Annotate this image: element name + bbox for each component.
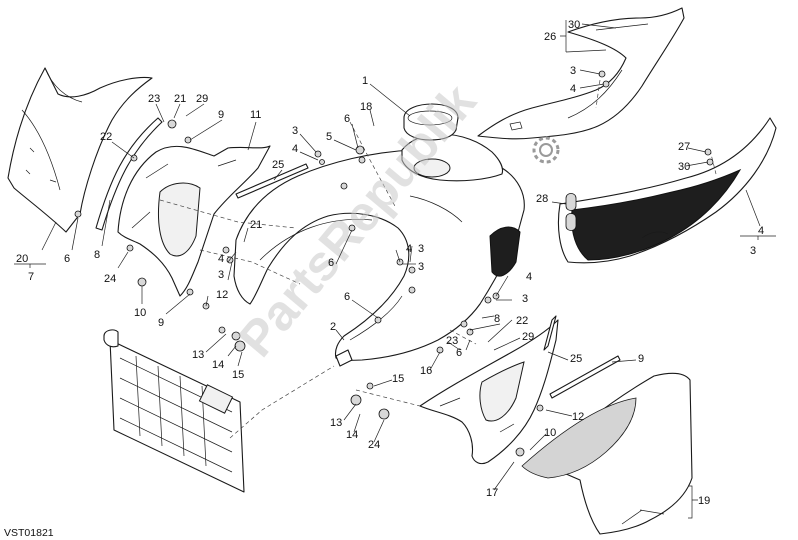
callout-label: 29 <box>522 331 534 343</box>
callout-label: 15 <box>232 369 244 381</box>
callout-label: 28 <box>536 193 548 205</box>
callout-label: 4 <box>406 243 412 255</box>
callout-label: 9 <box>158 317 164 329</box>
hardware-fasteners <box>74 70 714 457</box>
dashed-guide-lines <box>159 79 717 439</box>
callout-label: 21 <box>250 219 262 231</box>
callout-label: 6 <box>64 253 70 265</box>
callout-label: 24 <box>104 273 116 285</box>
radiator[interactable] <box>103 329 245 493</box>
upper-right-fairing-cover[interactable] <box>477 7 685 140</box>
callout-label: 24 <box>368 439 380 451</box>
callout-label: 3 <box>418 243 424 255</box>
left-upper-fairing[interactable] <box>7 67 153 233</box>
callout-label: 11 <box>250 109 261 121</box>
left-inner-panel[interactable] <box>117 145 271 297</box>
callout-label: 14 <box>346 429 358 441</box>
callout-label: 6 <box>328 257 334 269</box>
callout-label: 1 <box>362 75 368 87</box>
callout-label: 3 <box>218 269 224 281</box>
left-trim-strip[interactable] <box>95 117 163 231</box>
diagram-code: VST01821 <box>4 527 54 539</box>
callout-label: 19 <box>698 495 710 507</box>
callout-label: 10 <box>544 427 556 439</box>
callout-label: 25 <box>570 353 582 365</box>
callout-label: 29 <box>196 93 208 105</box>
callout-label: 25 <box>272 159 284 171</box>
callout-label: 6 <box>344 113 350 125</box>
callout-label: 27 <box>678 141 690 153</box>
callout-label: 30 <box>568 19 580 31</box>
right-inner-panel[interactable] <box>419 319 559 465</box>
callout-label: 15 <box>392 373 404 385</box>
left-side-fairing[interactable] <box>233 133 525 362</box>
callout-label: 9 <box>638 353 644 365</box>
callout-label: 22 <box>100 131 112 143</box>
callout-label: 5 <box>326 131 332 143</box>
callout-label: 18 <box>360 101 372 113</box>
watermark-gear-icon <box>532 136 560 164</box>
callout-label: 9 <box>218 109 224 121</box>
callout-label: 7 <box>28 271 34 283</box>
callout-label: 26 <box>544 31 556 43</box>
callout-label: 3 <box>418 261 424 273</box>
callout-label: 30 <box>678 161 690 173</box>
callout-label: 4 <box>570 83 576 95</box>
callout-label: 23 <box>446 335 458 347</box>
callout-label: 13 <box>330 417 342 429</box>
leader-lines <box>14 20 776 519</box>
callout-label: 8 <box>94 249 100 261</box>
callout-label: 3 <box>750 245 756 257</box>
callout-label: 6 <box>456 347 462 359</box>
callout-label: 20 <box>16 253 28 265</box>
callout-label: 8 <box>494 313 500 325</box>
callout-label: 12 <box>572 411 584 423</box>
callout-label: 17 <box>486 487 498 499</box>
callout-label: 4 <box>758 225 764 237</box>
small-bracket-2[interactable] <box>335 349 353 367</box>
callout-label: 22 <box>516 315 528 327</box>
callout-labels: 30 26 3 4 1 18 6 5 3 4 23 21 29 9 11 22 … <box>16 19 764 507</box>
callout-label: 10 <box>134 307 146 319</box>
callout-label: 6 <box>344 291 350 303</box>
callout-label: 2 <box>330 321 336 333</box>
callout-label: 4 <box>292 143 298 155</box>
callout-label: 4 <box>218 253 224 265</box>
callout-label: 23 <box>148 93 160 105</box>
right-trim-strip[interactable] <box>549 355 621 399</box>
right-side-panel-dark[interactable] <box>557 117 777 264</box>
right-inner-strip[interactable] <box>543 315 557 351</box>
callout-label: 13 <box>192 349 204 361</box>
callout-label: 4 <box>526 271 532 283</box>
callout-label: 16 <box>420 365 432 377</box>
callout-label: 12 <box>216 289 228 301</box>
callout-label: 3 <box>522 293 528 305</box>
left-trim-strip-25[interactable] <box>235 163 309 199</box>
callout-label: 14 <box>212 359 224 371</box>
callout-label: 3 <box>292 125 298 137</box>
callout-label: 3 <box>570 65 576 77</box>
right-lower-fairing[interactable] <box>521 372 693 535</box>
callout-label: 21 <box>174 93 186 105</box>
